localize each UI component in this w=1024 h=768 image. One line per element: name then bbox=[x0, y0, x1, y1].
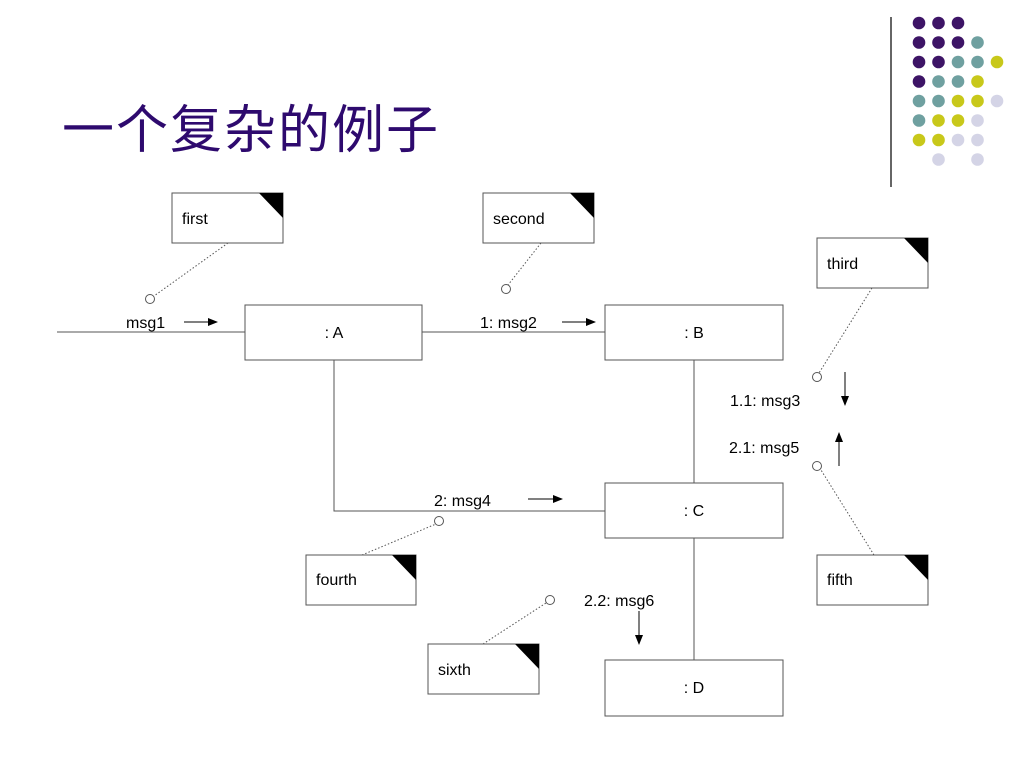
note-anchor-first bbox=[153, 242, 229, 297]
decor-dot bbox=[951, 75, 965, 88]
decor-dot bbox=[932, 133, 945, 147]
decor-dot bbox=[971, 36, 984, 49]
object-a[interactable]: : A bbox=[244, 304, 423, 361]
link-a-c bbox=[333, 360, 605, 512]
decor-dot bbox=[971, 75, 984, 88]
note-third-text: third bbox=[827, 256, 858, 273]
decor-dot bbox=[951, 94, 965, 108]
note-fold-corner bbox=[570, 193, 594, 218]
message-msg2: 1: msg2 bbox=[480, 315, 537, 332]
decor-dot bbox=[912, 16, 926, 30]
decor-dot bbox=[912, 94, 926, 108]
note-fourth[interactable]: fourth bbox=[305, 554, 417, 606]
note-fold-corner bbox=[904, 555, 928, 580]
decor-dot bbox=[912, 36, 926, 49]
decor-dot bbox=[932, 153, 945, 166]
decor-dot bbox=[951, 114, 965, 127]
decor-dot bbox=[932, 114, 945, 127]
decor-dot bbox=[932, 16, 945, 30]
note-anchor-second bbox=[507, 242, 542, 286]
decor-dot bbox=[971, 55, 984, 69]
message-msg6: 2.2: msg6 bbox=[584, 593, 654, 610]
note-anchor-fourth bbox=[361, 523, 437, 556]
message-msg4: 2: msg4 bbox=[434, 493, 491, 510]
note-fold-corner bbox=[259, 193, 283, 218]
decor-dot bbox=[932, 75, 945, 88]
note-second[interactable]: second bbox=[482, 192, 595, 244]
object-d[interactable]: : D bbox=[604, 659, 784, 717]
anchor-circle-msg5 bbox=[812, 461, 822, 471]
decor-dot bbox=[912, 55, 926, 69]
note-fifth-text: fifth bbox=[827, 572, 853, 589]
anchor-circle-msg4 bbox=[434, 516, 444, 526]
object-b-label: : B bbox=[684, 325, 704, 342]
note-sixth[interactable]: sixth bbox=[427, 643, 540, 695]
note-third[interactable]: third bbox=[816, 237, 929, 289]
note-fold-corner bbox=[904, 238, 928, 263]
decor-dot bbox=[912, 114, 926, 127]
anchor-circle-msg1 bbox=[145, 294, 155, 304]
decor-dot bbox=[971, 153, 984, 166]
note-sixth-text: sixth bbox=[438, 662, 471, 679]
note-fold-corner bbox=[392, 555, 416, 580]
note-fifth[interactable]: fifth bbox=[816, 554, 929, 606]
decor-dot bbox=[932, 36, 945, 49]
note-fold-corner bbox=[515, 644, 539, 669]
note-fourth-text: fourth bbox=[316, 572, 357, 589]
message-msg5: 2.1: msg5 bbox=[729, 440, 799, 457]
decor-dot bbox=[951, 36, 965, 49]
slide-title: 一个复杂的例子 bbox=[62, 101, 441, 161]
decor-dot bbox=[932, 94, 945, 108]
decor-dot bbox=[971, 133, 984, 147]
object-b[interactable]: : B bbox=[604, 304, 784, 361]
decor-dot bbox=[971, 114, 984, 127]
anchor-circle-msg6 bbox=[545, 595, 555, 605]
decor-dot bbox=[990, 55, 1004, 69]
decor-dot bbox=[951, 16, 965, 30]
decor-dot bbox=[951, 133, 965, 147]
note-anchor-sixth bbox=[482, 602, 547, 645]
note-anchor-third bbox=[818, 287, 873, 374]
decorative-dot-grid bbox=[912, 16, 1004, 166]
object-a-label: : A bbox=[325, 325, 344, 342]
note-second-text: second bbox=[493, 211, 545, 228]
note-first[interactable]: first bbox=[171, 192, 284, 244]
decor-dot bbox=[912, 75, 926, 88]
object-c[interactable]: : C bbox=[604, 482, 784, 539]
message-msg1: msg1 bbox=[126, 315, 165, 332]
note-first-text: first bbox=[182, 211, 208, 228]
decor-dot bbox=[990, 94, 1004, 108]
decor-dot bbox=[951, 55, 965, 69]
anchor-circle-msg2 bbox=[501, 284, 511, 294]
decor-dot bbox=[932, 55, 945, 69]
object-d-label: : D bbox=[684, 680, 704, 697]
anchor-circle-msg3 bbox=[812, 372, 822, 382]
object-c-label: : C bbox=[684, 503, 704, 520]
decor-dot bbox=[912, 133, 926, 147]
decor-dot bbox=[971, 94, 984, 108]
message-msg3: 1.1: msg3 bbox=[730, 393, 800, 410]
note-anchor-fifth bbox=[820, 469, 875, 556]
